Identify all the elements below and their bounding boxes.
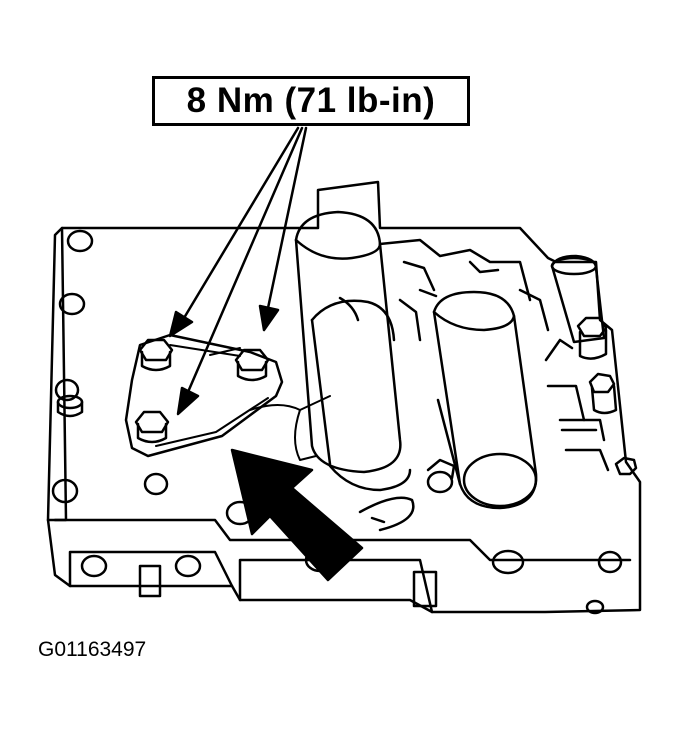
right-valve-rod: [550, 254, 606, 344]
plate-bottom-rail: [68, 550, 234, 588]
right-bolts: [576, 316, 638, 476]
right-cylinder: [432, 290, 538, 510]
plate-slots: [138, 564, 438, 608]
left-cylinder: [294, 210, 402, 474]
direction-arrow-icon: [230, 448, 364, 582]
right-ribs: [544, 338, 610, 472]
torque-label: 8 Nm (71 lb-in): [186, 81, 436, 120]
arrow-icon: [176, 126, 304, 416]
standoff-bolt: [56, 394, 84, 418]
arrow-icon: [168, 126, 300, 338]
arrow-icon: [258, 126, 308, 332]
figure-id: G01163497: [38, 638, 147, 661]
lower-lip: [328, 458, 456, 532]
bolt-icon: [138, 338, 174, 372]
casting-detail: [378, 238, 550, 342]
bolt-icon: [234, 348, 270, 382]
bolt-icon: [134, 410, 170, 444]
torque-callout: 8 Nm (71 lb-in): [152, 76, 470, 126]
valve-body-plate: [46, 180, 642, 614]
